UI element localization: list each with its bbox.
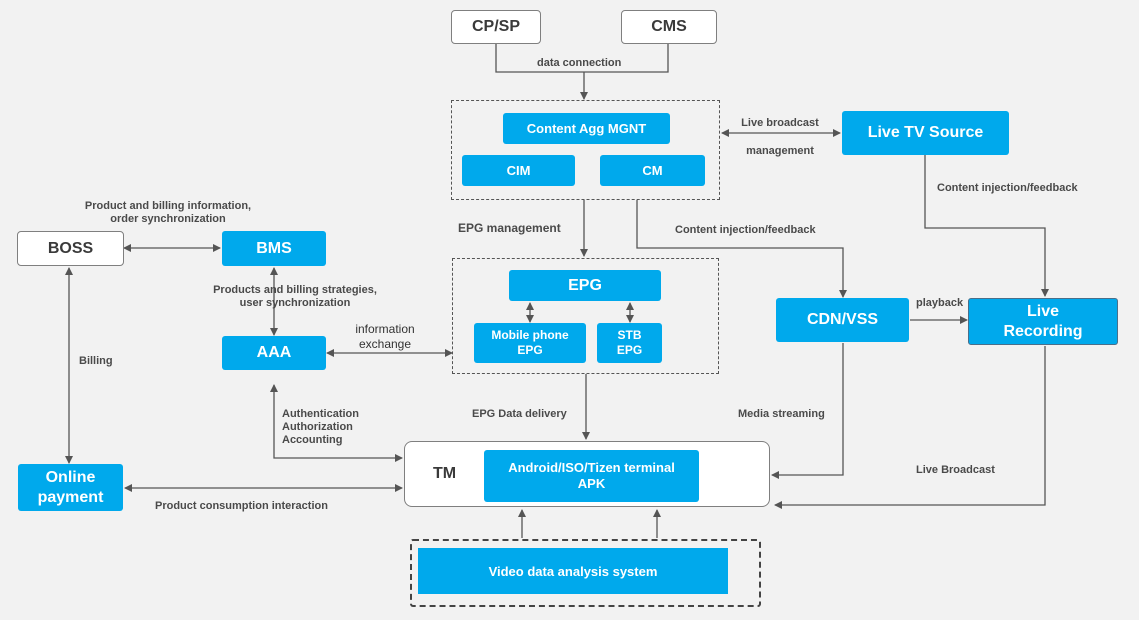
stb-epg-label-line1: STB bbox=[617, 328, 642, 342]
epg-node[interactable]: EPG bbox=[509, 270, 661, 301]
content-injection-right-label: Content injection/feedback bbox=[937, 182, 1078, 194]
media-streaming-label: Media streaming bbox=[738, 408, 825, 420]
epg-management-label: EPG management bbox=[458, 221, 561, 235]
aaa-node[interactable]: AAA bbox=[222, 336, 326, 370]
cms-label: CMS bbox=[651, 18, 687, 35]
tm-label: TM bbox=[433, 465, 457, 482]
live-tv-source-label: Live TV Source bbox=[867, 124, 984, 141]
aaa-tm-line bbox=[270, 384, 403, 462]
product-billing-line2: order synchronization bbox=[110, 213, 226, 225]
live-tv-source-node[interactable]: Live TV Source bbox=[842, 111, 1009, 155]
products-strategies-line2: user synchronization bbox=[239, 297, 351, 309]
cdn-vss-label: CDN/VSS bbox=[806, 311, 879, 328]
live-broadcast-management-line1: Live broadcast bbox=[741, 117, 819, 129]
live-recording-label-line1: Live bbox=[1026, 302, 1059, 320]
content-agg-label: Content Agg MGNT bbox=[526, 121, 647, 136]
data-connection-label: data connection bbox=[537, 57, 622, 69]
stb-epg-label-line2: EPG bbox=[616, 343, 643, 357]
cm-node[interactable]: CM bbox=[600, 155, 705, 186]
product-billing-line1: Product and billing information, bbox=[84, 200, 252, 212]
content-injection-mid-label: Content injection/feedback bbox=[675, 224, 816, 236]
mobile-epg-label-line1: Mobile phone bbox=[491, 328, 569, 342]
epg-group bbox=[452, 258, 719, 374]
live-broadcast-label: Live Broadcast bbox=[916, 464, 995, 476]
playback-label: playback bbox=[916, 297, 964, 309]
product-billing-label: Product and billing information, order s… bbox=[70, 200, 266, 226]
product-consumption-label: Product consumption interaction bbox=[155, 500, 328, 512]
live-source-to-recording-line bbox=[924, 155, 1049, 297]
aaa-label-block: Authentication Authorization Accounting bbox=[282, 408, 359, 447]
cm-label: CM bbox=[642, 163, 663, 178]
terminal-apk-label-line1: Android/ISO/Tizen terminal bbox=[508, 460, 675, 475]
info-exchange-line2: exchange bbox=[358, 337, 412, 351]
stb-epg-node[interactable]: STB EPG bbox=[597, 323, 662, 363]
media-streaming-line bbox=[771, 343, 844, 479]
products-strategies-line1: Products and billing strategies, bbox=[213, 284, 377, 296]
video-analysis-group bbox=[410, 539, 761, 607]
cm-to-cdn-line bbox=[636, 200, 847, 298]
authorization-line: Authorization bbox=[282, 421, 353, 433]
bms-label: BMS bbox=[256, 239, 292, 257]
content-agg-group bbox=[451, 100, 720, 200]
cms-node[interactable]: CMS bbox=[621, 10, 717, 44]
online-payment-label-line2: payment bbox=[37, 488, 104, 506]
cpsp-node[interactable]: CP/SP bbox=[451, 10, 541, 44]
live-broadcast-management-line2: management bbox=[746, 145, 814, 157]
cim-node[interactable]: CIM bbox=[462, 155, 575, 186]
products-strategies-label: Products and billing strategies, user sy… bbox=[200, 284, 390, 310]
online-payment-label-line1: Online bbox=[45, 468, 96, 486]
live-recording-label-line2: Recording bbox=[1003, 322, 1083, 340]
content-agg-node[interactable]: Content Agg MGNT bbox=[503, 113, 670, 144]
mobile-epg-label-line2: EPG bbox=[517, 343, 543, 357]
live-broadcast-line bbox=[774, 346, 1046, 509]
authentication-line: Authentication bbox=[282, 408, 359, 420]
epg-data-delivery-label: EPG Data delivery bbox=[472, 408, 567, 420]
cim-label: CIM bbox=[506, 163, 531, 178]
cdn-vss-node[interactable]: CDN/VSS bbox=[776, 298, 909, 342]
online-payment-node[interactable]: Online payment bbox=[18, 464, 123, 511]
cpsp-cms-merge-line bbox=[495, 44, 669, 73]
live-recording-node[interactable]: Live Recording bbox=[968, 298, 1118, 345]
terminal-apk-label-line2: APK bbox=[577, 476, 606, 491]
epg-label: EPG bbox=[568, 276, 602, 294]
billing-label: Billing bbox=[79, 355, 113, 367]
aaa-label: AAA bbox=[256, 344, 292, 361]
cpsp-label: CP/SP bbox=[471, 18, 520, 35]
boss-node[interactable]: BOSS bbox=[17, 231, 124, 266]
boss-label: BOSS bbox=[47, 239, 94, 257]
mobile-epg-node[interactable]: Mobile phone EPG bbox=[474, 323, 586, 363]
terminal-apk-node[interactable]: Android/ISO/Tizen terminal APK bbox=[484, 450, 699, 502]
info-exchange-label: information exchange bbox=[345, 322, 425, 352]
info-exchange-line1: information bbox=[355, 322, 415, 336]
video-analysis-node[interactable]: Video data analysis system bbox=[418, 548, 728, 594]
live-broadcast-management-label: Live broadcast management bbox=[737, 117, 823, 158]
bms-node[interactable]: BMS bbox=[222, 231, 326, 266]
video-analysis-label: Video data analysis system bbox=[488, 563, 658, 579]
accounting-line: Accounting bbox=[282, 434, 343, 446]
